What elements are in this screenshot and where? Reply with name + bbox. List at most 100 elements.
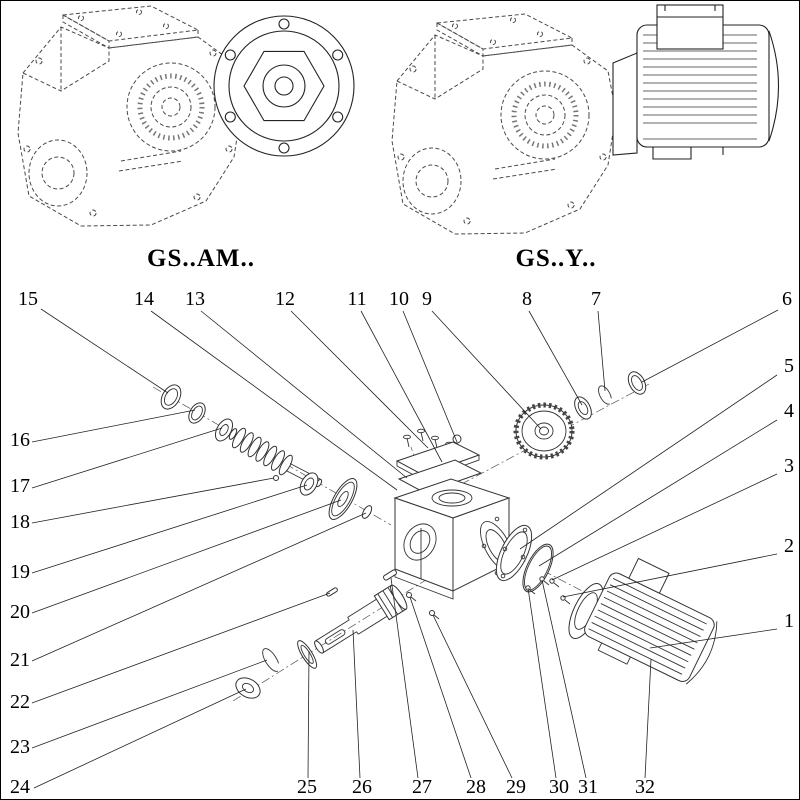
spacer-ring-part xyxy=(361,505,373,519)
callout-number-10: 10 xyxy=(389,288,409,310)
callout-leader-14 xyxy=(150,310,398,491)
output-shaft-part xyxy=(314,584,408,654)
round-cover-part xyxy=(495,524,533,582)
callout-number-7: 7 xyxy=(591,288,601,310)
y-motor-drawing xyxy=(612,4,779,160)
callout-leader-1 xyxy=(649,628,778,649)
callout-leader-28 xyxy=(409,596,472,779)
callout-number-24: 24 xyxy=(10,776,30,798)
callout-number-9: 9 xyxy=(422,288,432,310)
callout-leader-9 xyxy=(431,310,542,430)
am-output-flange-drawing xyxy=(213,15,355,157)
callout-number-20: 20 xyxy=(10,601,30,623)
callout-number-12: 12 xyxy=(275,288,295,310)
callout-leader-6 xyxy=(641,309,779,383)
callout-number-14: 14 xyxy=(134,288,154,310)
callout-leader-32 xyxy=(644,658,652,779)
worm-thread xyxy=(255,441,270,462)
housing-part xyxy=(393,478,514,600)
screw-shank xyxy=(410,596,417,602)
callout-number-16: 16 xyxy=(10,429,30,451)
callout-number-3: 3 xyxy=(784,455,794,477)
oil-seal-part xyxy=(627,371,647,395)
callout-number-18: 18 xyxy=(10,511,30,533)
callout-number-31: 31 xyxy=(578,776,598,798)
callout-number-22: 22 xyxy=(10,691,30,713)
worm-thread xyxy=(239,432,254,453)
worm-thread xyxy=(232,427,246,449)
cover-parts xyxy=(395,428,483,494)
gasket-part xyxy=(397,459,483,494)
screw-shank xyxy=(433,614,440,620)
callout-leader-24 xyxy=(33,688,247,789)
flange-screw-parts xyxy=(525,576,571,605)
callout-number-27: 27 xyxy=(412,776,432,798)
callout-number-13: 13 xyxy=(185,288,205,310)
callout-leader-21 xyxy=(31,512,367,662)
screw-part xyxy=(429,610,435,616)
callout-number-6: 6 xyxy=(782,288,792,310)
callout-leader-5 xyxy=(519,374,778,550)
callout-number-15: 15 xyxy=(18,288,38,310)
bearing-part xyxy=(574,396,592,420)
worm-thread xyxy=(271,450,285,471)
callout-leader-22 xyxy=(31,592,331,704)
callout-number-2: 2 xyxy=(784,535,794,557)
variant-label-gs-am: GS..AM.. xyxy=(147,245,255,272)
exploded-view-drawing xyxy=(152,371,718,702)
callout-leader-11 xyxy=(360,310,443,463)
callout-leader-29 xyxy=(432,614,513,779)
callout-number-29: 29 xyxy=(506,776,526,798)
helical-gear-part xyxy=(513,402,575,460)
callout-leader-2 xyxy=(562,553,778,598)
variant-y-drawing xyxy=(392,4,779,234)
circlip-part xyxy=(262,648,280,672)
callout-leader-16 xyxy=(31,409,196,443)
callout-leader-27 xyxy=(390,577,419,779)
callout-leader-17 xyxy=(31,427,223,489)
callout-number-28: 28 xyxy=(466,776,486,798)
gearbox-housing-drawing xyxy=(17,5,243,227)
callout-leader-10 xyxy=(402,310,458,443)
callout-leader-30 xyxy=(527,587,557,779)
bearing-part xyxy=(297,640,318,669)
callout-leader-7 xyxy=(597,310,606,392)
cover-screws xyxy=(403,428,467,461)
callout-number-11: 11 xyxy=(347,288,366,310)
roll-pin-part xyxy=(326,587,338,597)
callout-leader-12 xyxy=(290,310,429,449)
variant-label-gs-y: GS..Y.. xyxy=(515,245,597,272)
callout-leader-25 xyxy=(307,650,310,779)
washer-part xyxy=(235,677,261,699)
callout-number-1: 1 xyxy=(784,610,794,632)
end-cover-parts xyxy=(495,524,571,605)
callout-number-5: 5 xyxy=(784,355,794,377)
worm-shaft-parts xyxy=(160,384,373,520)
callout-leader-8 xyxy=(528,310,583,406)
worm-gear-disc-part xyxy=(328,478,358,520)
callout-number-19: 19 xyxy=(10,561,30,583)
callout-leader-18 xyxy=(31,477,275,524)
circlip-part xyxy=(598,385,612,405)
exploded-motor-part xyxy=(568,557,718,685)
callout-number-25: 25 xyxy=(297,776,317,798)
bearing-part xyxy=(299,472,319,496)
callout-number-32: 32 xyxy=(635,776,655,798)
callout-number-8: 8 xyxy=(522,288,532,310)
output-shaft-parts xyxy=(235,569,440,699)
oil-seal-part xyxy=(160,384,182,410)
gear-stack-parts xyxy=(513,371,647,460)
callout-number-4: 4 xyxy=(784,400,794,422)
callout-leader-26 xyxy=(352,629,361,779)
callout-leader-23 xyxy=(31,659,268,749)
screw-part xyxy=(406,592,412,598)
worm-thread xyxy=(263,445,278,467)
callout-number-17: 17 xyxy=(10,475,30,497)
worm-tip xyxy=(228,428,238,440)
callout-number-23: 23 xyxy=(10,736,30,758)
worm-thread xyxy=(247,436,262,458)
ring-part xyxy=(188,402,206,424)
callout-leader-20 xyxy=(31,499,342,614)
